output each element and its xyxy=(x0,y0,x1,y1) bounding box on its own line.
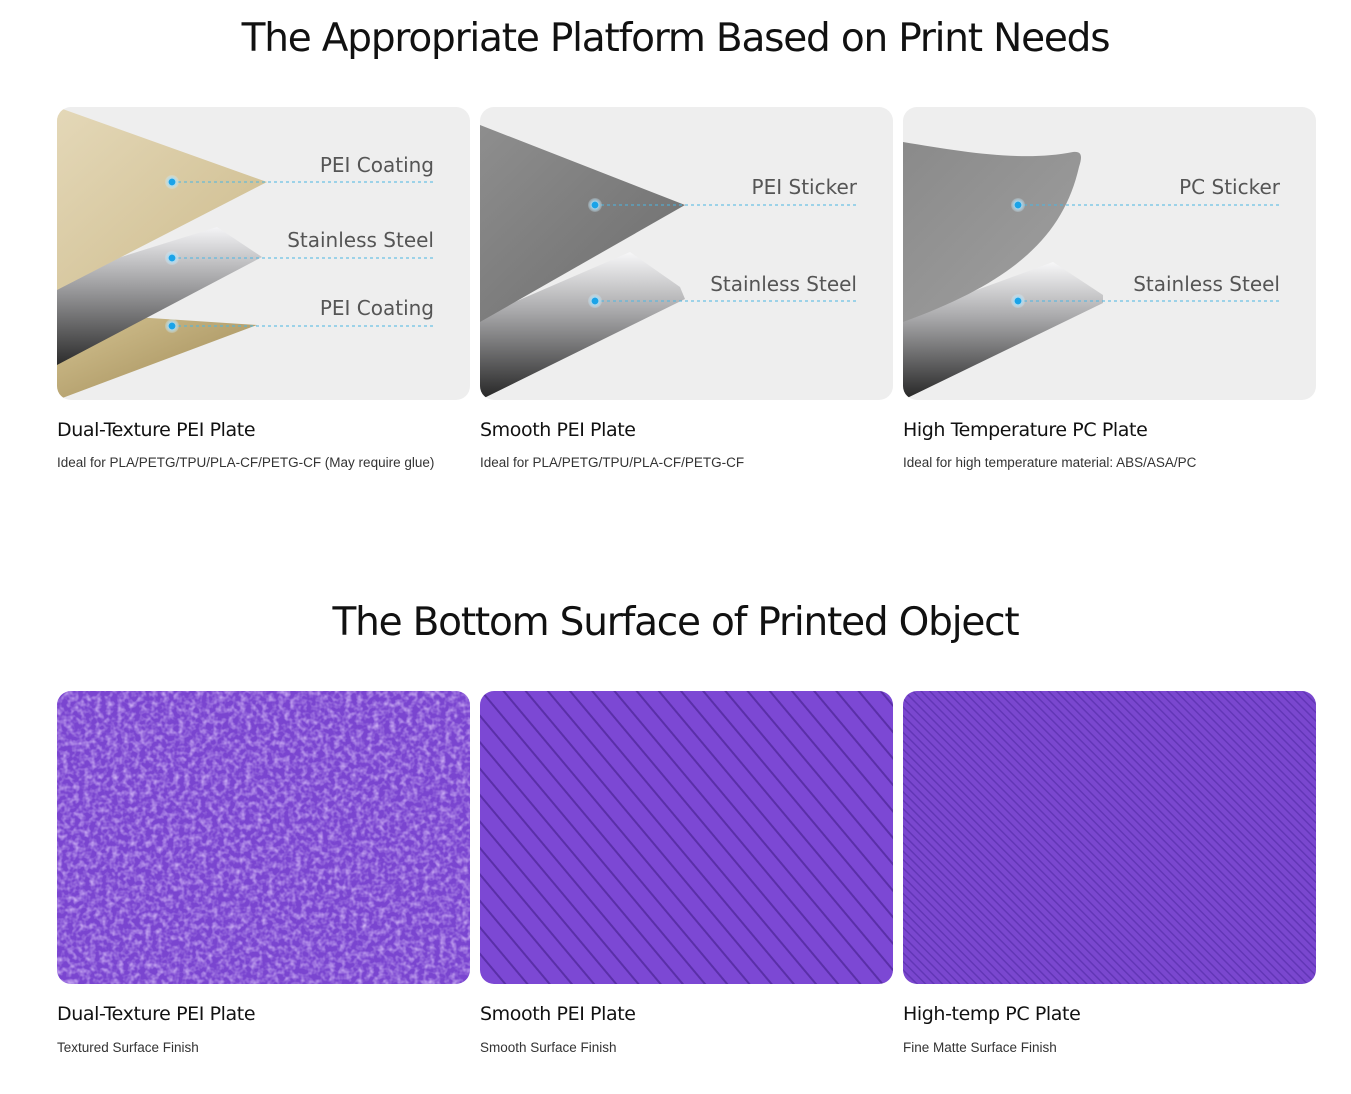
pointer-dot-stainless-steel xyxy=(588,294,602,308)
matte-surface-image xyxy=(903,691,1316,984)
card-title: High Temperature PC Plate xyxy=(903,419,1148,441)
card-title: Smooth PEI Plate xyxy=(480,1003,636,1025)
card-subtitle: Textured Surface Finish xyxy=(57,1040,199,1055)
platform-card-high-temp-pc: PC Sticker Stainless Steel High Temperat… xyxy=(903,107,1316,470)
layer-label-stainless-steel: Stainless Steel xyxy=(1133,272,1280,296)
layer-label-pei-coating-bottom: PEI Coating xyxy=(320,296,434,320)
layer-label-stainless-steel: Stainless Steel xyxy=(710,272,857,296)
card-title: Smooth PEI Plate xyxy=(480,419,636,441)
surface-card-smooth: Smooth PEI Plate Smooth Surface Finish xyxy=(480,691,893,1055)
card-subtitle: Smooth Surface Finish xyxy=(480,1040,617,1055)
card-subtitle: Ideal for high temperature material: ABS… xyxy=(903,455,1197,470)
pointer-dot-pei-coating-bottom xyxy=(165,319,179,333)
dual-texture-layer-diagram: PEI Coating Stainless Steel PEI Coating xyxy=(57,107,470,400)
smooth-surface-image xyxy=(480,691,893,984)
platform-card-smooth: PEI Sticker Stainless Steel Smooth PEI P… xyxy=(480,107,893,470)
card-title: Dual-Texture PEI Plate xyxy=(57,1003,256,1025)
card-title: High-temp PC Plate xyxy=(903,1003,1081,1025)
pointer-dot-stainless-steel xyxy=(165,251,179,265)
textured-surface-image xyxy=(57,691,470,984)
card-subtitle: Ideal for PLA/PETG/TPU/PLA-CF/PETG-CF xyxy=(480,455,745,470)
layer-label-stainless-steel: Stainless Steel xyxy=(287,228,434,252)
pointer-dot-pei-coating-top xyxy=(165,175,179,189)
pointer-dot-pei-sticker xyxy=(588,198,602,212)
card-subtitle: Ideal for PLA/PETG/TPU/PLA-CF/PETG-CF (M… xyxy=(57,455,435,470)
layer-label-pc-sticker: PC Sticker xyxy=(1179,175,1281,199)
surface-card-high-temp-pc: High-temp PC Plate Fine Matte Surface Fi… xyxy=(903,691,1316,1055)
pointer-dot-stainless-steel xyxy=(1011,294,1025,308)
layer-label-pei-sticker: PEI Sticker xyxy=(752,175,858,199)
card-title: Dual-Texture PEI Plate xyxy=(57,419,256,441)
pointer-dot-pc-sticker xyxy=(1011,198,1025,212)
pc-layer-diagram: PC Sticker Stainless Steel xyxy=(903,107,1316,400)
card-subtitle: Fine Matte Surface Finish xyxy=(903,1040,1057,1055)
platform-card-dual-texture: PEI Coating Stainless Steel PEI Coating … xyxy=(57,107,470,470)
section-title-platform: The Appropriate Platform Based on Print … xyxy=(241,16,1111,61)
surface-card-dual-texture: Dual-Texture PEI Plate Textured Surface … xyxy=(57,691,470,1055)
section-title-bottom-surface: The Bottom Surface of Printed Object xyxy=(332,600,1019,645)
layer-label-pei-coating-top: PEI Coating xyxy=(320,153,434,177)
smooth-layer-diagram: PEI Sticker Stainless Steel xyxy=(480,107,893,400)
